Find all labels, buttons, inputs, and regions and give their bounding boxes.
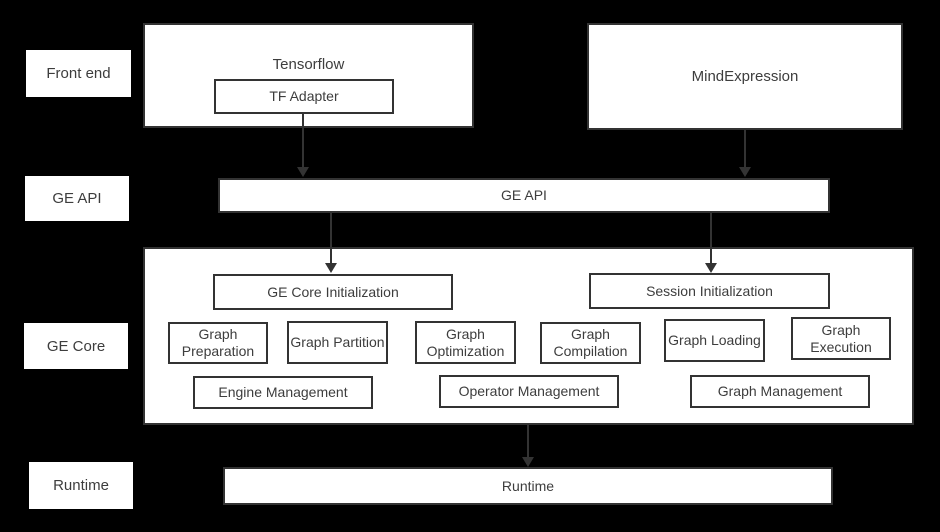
graph-compilation-box: Graph Compilation — [540, 322, 641, 364]
engine-management-box: Engine Management — [193, 376, 373, 409]
arrow-down-icon — [739, 167, 751, 177]
arrow-shaft — [330, 213, 332, 263]
ge-core-initialization-box: GE Core Initialization — [213, 274, 453, 310]
row-label-runtime: Runtime — [29, 462, 133, 509]
graph-execution-box: Graph Execution — [791, 317, 891, 360]
arrow-down-icon — [297, 167, 309, 177]
ge-core-container: GE Core Initialization Session Initializ… — [143, 247, 914, 425]
graph-partition-box: Graph Partition — [287, 321, 388, 364]
tensorflow-box: Tensorflow TF Adapter — [143, 23, 474, 128]
arrow-shaft — [710, 213, 712, 263]
arrow-tf-adapter-to-ge-api — [297, 114, 309, 177]
graph-loading-box: Graph Loading — [664, 319, 765, 362]
arrow-ge-core-to-runtime — [522, 425, 534, 467]
ge-api-bar: GE API — [218, 178, 830, 213]
tensorflow-label: Tensorflow — [272, 56, 345, 73]
arrow-shaft — [527, 425, 529, 457]
runtime-bar: Runtime — [223, 467, 833, 505]
arrow-down-icon — [522, 457, 534, 467]
session-initialization-box: Session Initialization — [589, 273, 830, 309]
tf-adapter-box: TF Adapter — [214, 79, 394, 114]
arrow-mindexpression-to-ge-api — [739, 130, 751, 177]
arrow-down-icon — [325, 263, 337, 273]
row-label-ge-core: GE Core — [24, 323, 128, 369]
arrow-shaft — [744, 130, 746, 167]
arrow-shaft — [302, 114, 304, 167]
graph-management-box: Graph Management — [690, 375, 870, 408]
row-label-front-end: Front end — [26, 50, 131, 97]
arrow-ge-api-to-session-init — [705, 213, 717, 273]
mindexpression-box: MindExpression — [587, 23, 903, 130]
graph-preparation-box: Graph Preparation — [168, 322, 268, 364]
arrow-down-icon — [705, 263, 717, 273]
row-label-ge-api: GE API — [25, 176, 129, 221]
graph-optimization-box: Graph Optimization — [415, 321, 516, 364]
arrow-ge-api-to-ge-core-init — [325, 213, 337, 273]
operator-management-box: Operator Management — [439, 375, 619, 408]
